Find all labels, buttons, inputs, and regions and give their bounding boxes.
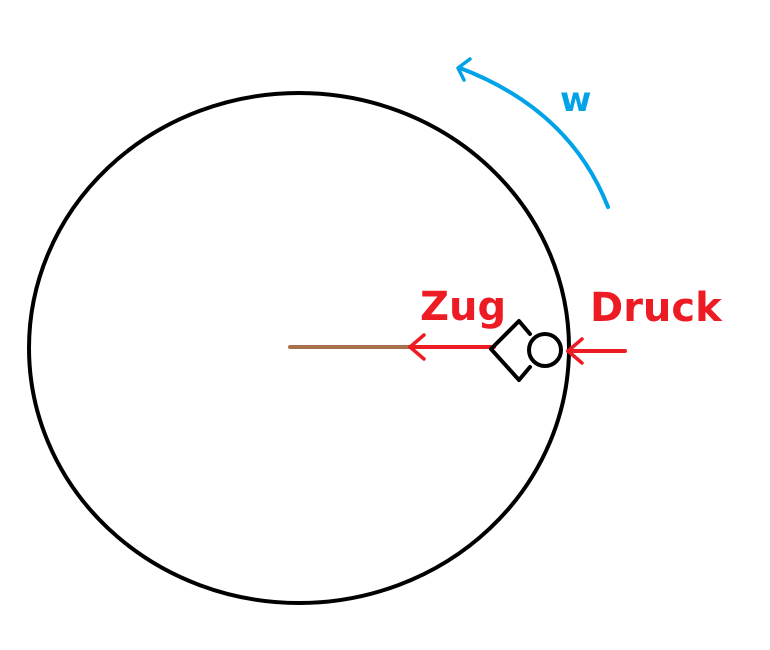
mass-roller xyxy=(527,332,563,368)
tension-label: Zug xyxy=(420,284,506,330)
tension-arrow xyxy=(408,333,496,361)
compression-label: Druck xyxy=(590,285,723,331)
rotation-arrow xyxy=(456,57,610,209)
omega-label: w xyxy=(560,80,591,120)
compression-arrow xyxy=(566,337,627,365)
mass-body xyxy=(489,319,563,382)
